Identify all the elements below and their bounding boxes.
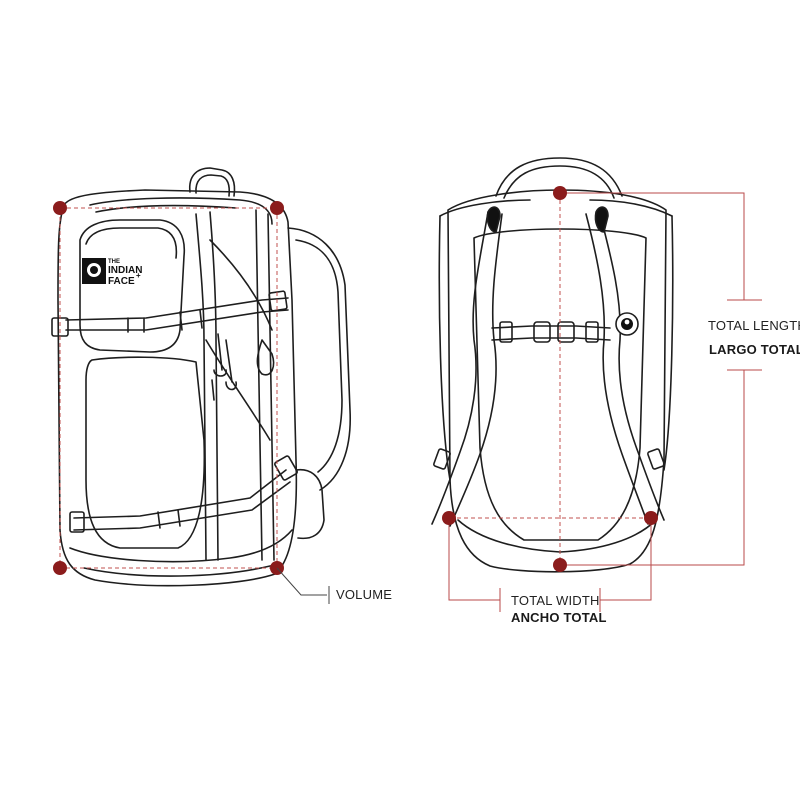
- front-volume-guides: [53, 201, 330, 604]
- volume-bounding-box: [59, 207, 278, 569]
- volume-marker-top-right: [270, 201, 284, 215]
- logo-mark: +: [136, 271, 141, 280]
- length-bracket-top: [560, 192, 745, 300]
- total-length-label: TOTAL LENGTH: [708, 318, 800, 333]
- logo-line1: THE: [108, 259, 120, 265]
- back-backpack: [431, 157, 674, 573]
- length-bracket-bottom: [560, 370, 745, 566]
- logo-line2: INDIAN: [108, 265, 142, 276]
- ancho-total-label: ANCHO TOTAL: [511, 610, 607, 625]
- logo-line3: FACE: [108, 276, 135, 287]
- volume-marker-top-left: [53, 201, 67, 215]
- total-width-label: TOTAL WIDTH: [511, 593, 600, 608]
- width-marker-left: [442, 511, 456, 525]
- largo-total-label: LARGO TOTAL: [709, 342, 800, 357]
- back-measure-guides: [442, 186, 762, 612]
- width-marker-right: [644, 511, 658, 525]
- length-marker-bottom: [553, 558, 567, 572]
- front-logo: THE INDIAN FACE +: [82, 258, 142, 287]
- length-marker-top: [553, 186, 567, 200]
- front-backpack: [51, 167, 351, 587]
- volume-leader-line: [276, 567, 327, 596]
- width-bracket-left: [448, 518, 500, 601]
- width-bracket-right: [600, 518, 652, 601]
- volume-marker-bottom-left: [53, 561, 67, 575]
- back-badge: [615, 312, 639, 336]
- volume-label: VOLUME: [336, 587, 393, 602]
